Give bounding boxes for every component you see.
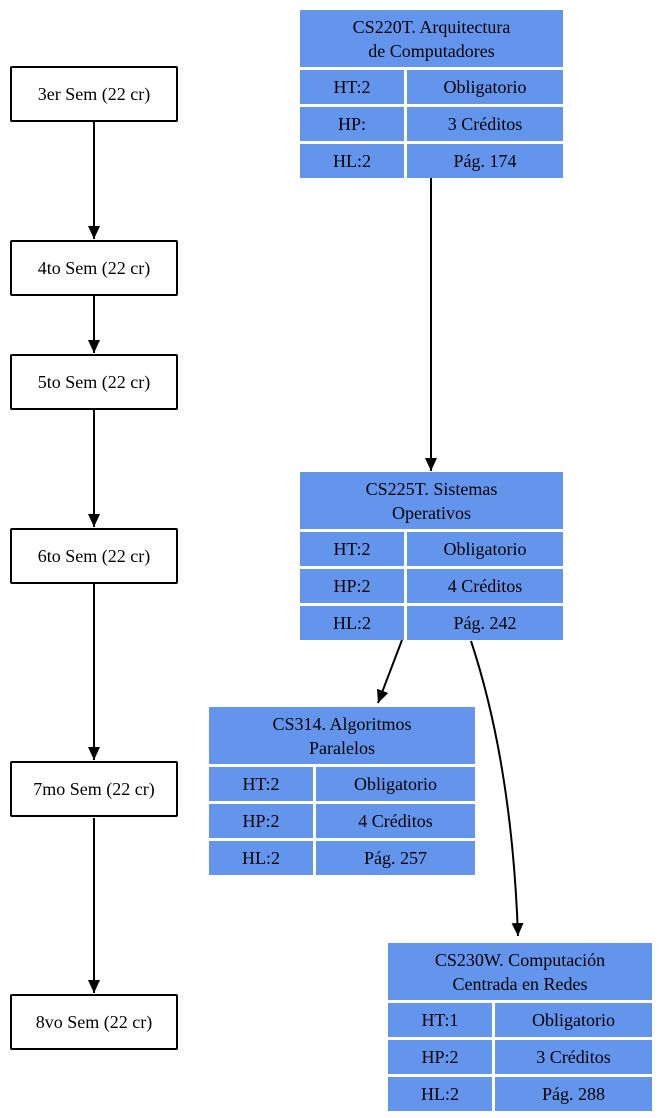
semester-node-8vo: 8vo Sem (22 cr): [10, 994, 178, 1050]
course-row: HT:2 Obligatorio: [209, 767, 475, 801]
course-title: CS225T. Sistemas Operativos: [300, 472, 563, 529]
course-hp-cell: HP:2: [209, 804, 313, 838]
course-ht-cell: HT:2: [300, 70, 404, 104]
course-row: HP:2 4 Créditos: [209, 804, 475, 838]
semester-node-4to: 4to Sem (22 cr): [10, 240, 178, 296]
course-type-cell: Obligatorio: [316, 767, 475, 801]
course-page-cell: Pág. 242: [407, 606, 563, 640]
course-row: HL:2 Pág. 174: [300, 144, 563, 178]
edge-cs225t-cs230w: [470, 640, 524, 937]
course-page-cell: Pág. 288: [495, 1077, 652, 1111]
course-page-cell: Pág. 174: [407, 144, 563, 178]
course-credits-cell: 4 Créditos: [407, 569, 563, 603]
course-title: CS220T. Arquitectura de Computadores: [300, 10, 563, 67]
course-ht-cell: HT:2: [300, 532, 404, 566]
course-hl-cell: HL:2: [388, 1077, 492, 1111]
course-type-cell: Obligatorio: [495, 1003, 652, 1037]
course-row: HL:2 Pág. 242: [300, 606, 563, 640]
course-row: HL:2 Pág. 257: [209, 841, 475, 875]
course-title: CS314. Algoritmos Paralelos: [209, 707, 475, 764]
course-type-cell: Obligatorio: [407, 532, 563, 566]
course-row: HT:1 Obligatorio: [388, 1003, 652, 1037]
course-card-cs225t: CS225T. Sistemas Operativos HT:2 Obligat…: [300, 472, 563, 640]
course-card-cs314: CS314. Algoritmos Paralelos HT:2 Obligat…: [209, 707, 475, 875]
course-hl-cell: HL:2: [300, 606, 404, 640]
course-credits-cell: 3 Créditos: [407, 107, 563, 141]
course-title: CS230W. Computación Centrada en Redes: [388, 943, 652, 1000]
course-ht-cell: HT:2: [209, 767, 313, 801]
course-card-cs220t: CS220T. Arquitectura de Computadores HT:…: [300, 10, 563, 178]
course-type-cell: Obligatorio: [407, 70, 563, 104]
course-page-cell: Pág. 257: [316, 841, 475, 875]
semester-node-3er: 3er Sem (22 cr): [10, 66, 178, 122]
course-hl-cell: HL:2: [209, 841, 313, 875]
edge-cs225t-cs314: [377, 639, 403, 704]
course-row: HT:2 Obligatorio: [300, 532, 563, 566]
course-hp-cell: HP:2: [300, 569, 404, 603]
course-row: HP:2 3 Créditos: [388, 1040, 652, 1074]
course-ht-cell: HT:1: [388, 1003, 492, 1037]
course-credits-cell: 3 Créditos: [495, 1040, 652, 1074]
semester-node-5to: 5to Sem (22 cr): [10, 354, 178, 410]
course-row: HP: 3 Créditos: [300, 107, 563, 141]
course-hp-cell: HP:2: [388, 1040, 492, 1074]
course-row: HT:2 Obligatorio: [300, 70, 563, 104]
semester-node-7mo: 7mo Sem (22 cr): [10, 761, 178, 817]
semester-node-6to: 6to Sem (22 cr): [10, 528, 178, 584]
course-card-cs230w: CS230W. Computación Centrada en Redes HT…: [388, 943, 652, 1111]
course-hl-cell: HL:2: [300, 144, 404, 178]
course-hp-cell: HP:: [300, 107, 404, 141]
course-row: HL:2 Pág. 288: [388, 1077, 652, 1111]
course-credits-cell: 4 Créditos: [316, 804, 475, 838]
course-row: HP:2 4 Créditos: [300, 569, 563, 603]
